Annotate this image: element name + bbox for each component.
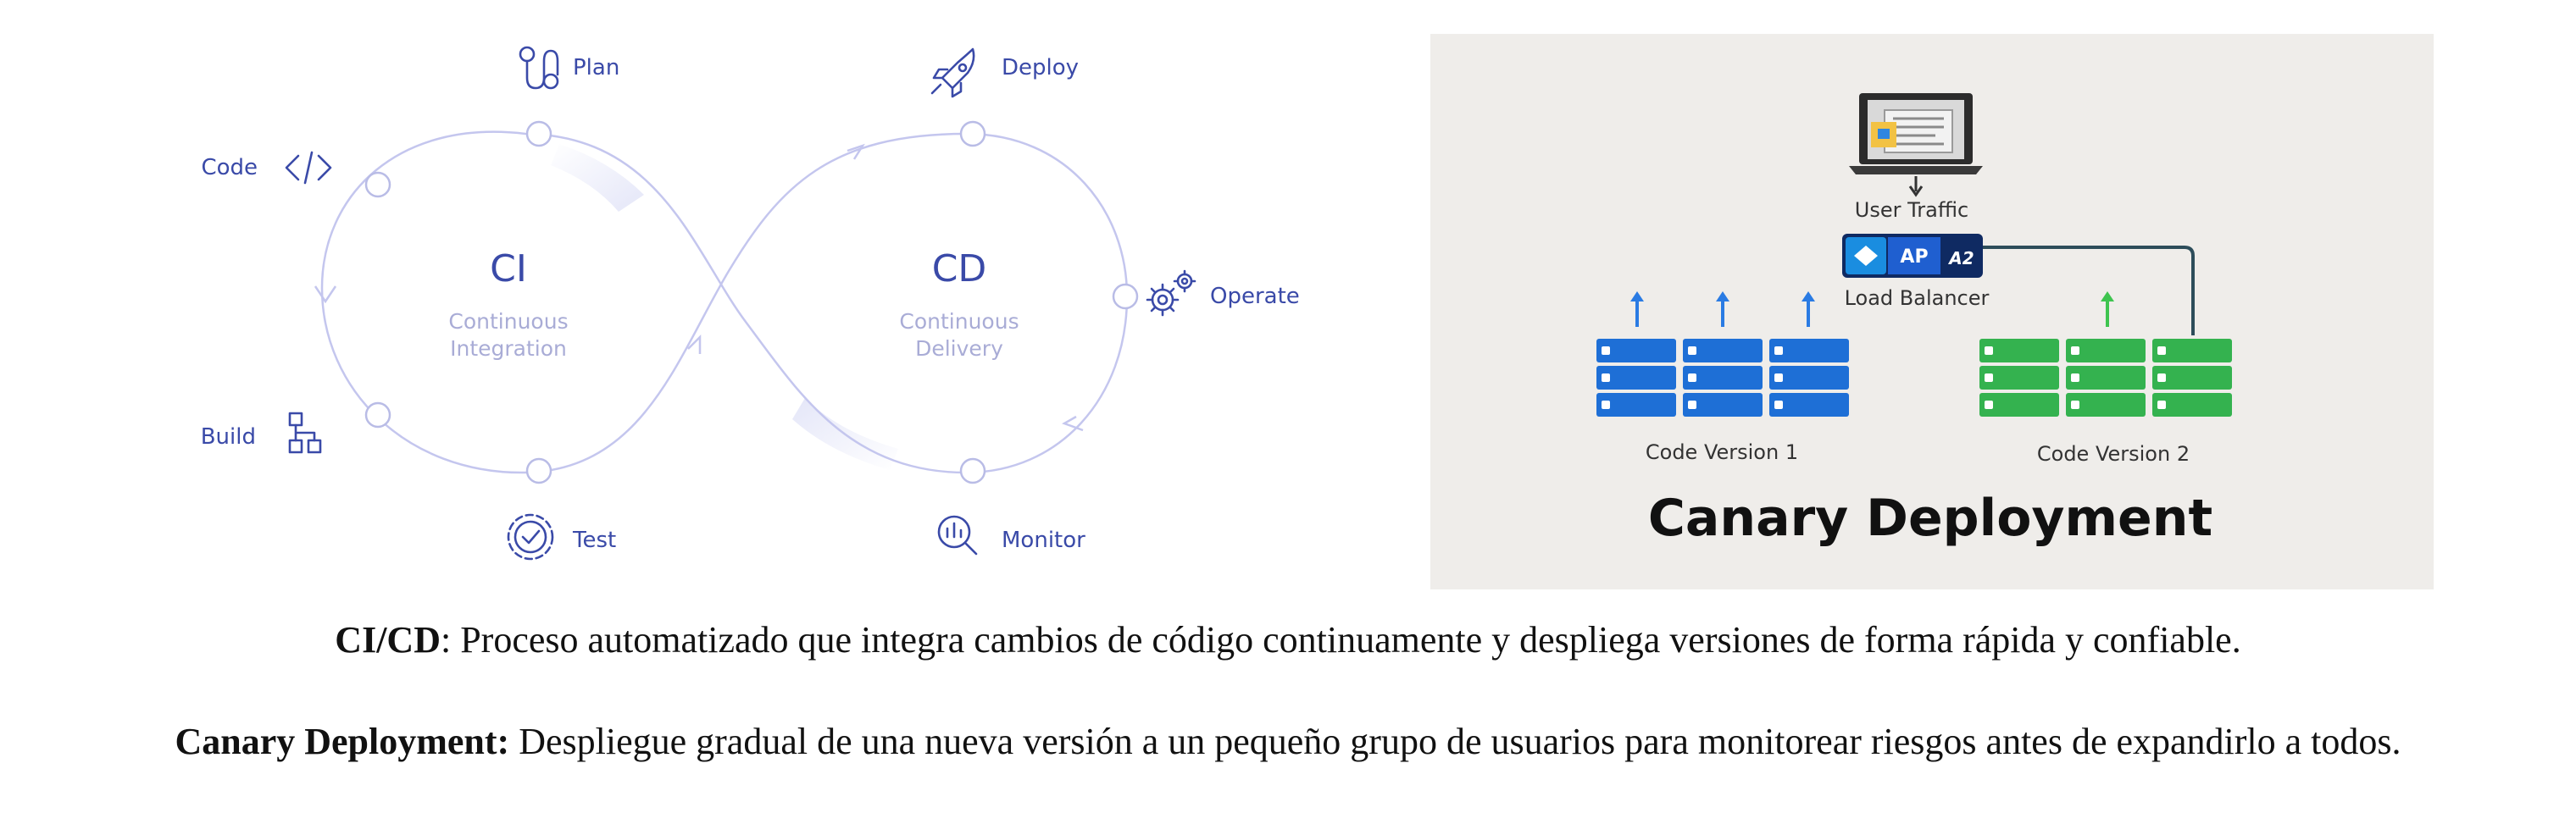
stage-label-test: Test: [572, 528, 616, 553]
stage-label-build: Build: [201, 424, 256, 450]
server-stacks-version-2: [1979, 339, 2232, 417]
build-icon: [288, 412, 322, 454]
stage-label-code: Code: [201, 155, 258, 180]
ci-title: CI: [490, 247, 527, 290]
load-balancer-icon: AP A2: [1842, 234, 1983, 278]
canary-caption: Canary Deployment: Despliegue gradual de…: [0, 720, 2576, 763]
operate-icon: [1146, 269, 1196, 317]
code-icon: [285, 151, 332, 185]
arrow-up-v1-b: [1716, 291, 1729, 327]
loop-arrow-mid-high: [847, 143, 865, 160]
loop-arrow-right: [1062, 415, 1084, 432]
lb-badge-a2: A2: [1947, 248, 1974, 268]
node-build: [364, 401, 391, 429]
node-operate: [1112, 283, 1139, 310]
cd-title: CD: [932, 247, 987, 290]
arrow-up-v2: [2101, 291, 2114, 327]
stage-label-operate: Operate: [1210, 284, 1300, 309]
traffic-arrow: [1908, 176, 1924, 197]
cicd-loop-path: [320, 130, 1129, 474]
canary-deployment-panel: User Traffic AP A2 Load Balancer Code Ve…: [1430, 34, 2434, 589]
cd-subtitle-line1: Continuous: [899, 309, 1019, 334]
node-deploy: [959, 120, 986, 147]
canary-caption-text: Despliegue gradual de una nueva versión …: [509, 721, 2401, 762]
server-stacks-version-1: [1596, 339, 1849, 417]
cicd-caption-term: CI/CD: [335, 619, 441, 661]
plan-icon: [519, 46, 559, 90]
node-monitor: [959, 457, 986, 484]
version-2-label: Code Version 2: [2037, 442, 2190, 466]
arrow-up-v1-a: [1630, 291, 1644, 327]
version-1-label: Code Version 1: [1646, 440, 1798, 464]
node-test: [525, 457, 552, 484]
stage-label-deploy: Deploy: [1002, 55, 1079, 80]
laptop-icon: [1849, 93, 1983, 174]
stage-label-monitor: Monitor: [1002, 528, 1085, 553]
canary-title: Canary Deployment: [1648, 489, 2212, 548]
ci-subtitle-line1: Continuous: [448, 309, 568, 334]
canary-caption-term: Canary Deployment:: [175, 721, 510, 762]
node-code: [364, 171, 391, 198]
load-balancer-label: Load Balancer: [1845, 286, 1990, 310]
loop-highlight-ci: [551, 144, 644, 212]
ci-subtitle-line2: Integration: [450, 336, 567, 361]
cicd-diagram: CI Continuous Integration CD Continuous …: [201, 46, 1300, 561]
canary-route-line: [1983, 246, 2195, 335]
cicd-caption-text: : Proceso automatizado que integra cambi…: [440, 619, 2241, 661]
monitor-icon: [937, 515, 978, 556]
cd-subtitle-line2: Delivery: [915, 336, 1003, 361]
arrow-up-v1-c: [1802, 291, 1815, 327]
loop-arrow-left: [314, 285, 337, 304]
loop-arrow-mid-low: [687, 334, 702, 354]
lb-badge-ap: AP: [1900, 246, 1928, 268]
stage-label-plan: Plan: [573, 55, 619, 80]
user-traffic-label: User Traffic: [1855, 198, 1968, 222]
test-icon: [507, 513, 554, 561]
cicd-caption: CI/CD: Proceso automatizado que integra …: [0, 618, 2576, 661]
node-plan: [525, 120, 552, 147]
deploy-icon: [930, 47, 975, 98]
